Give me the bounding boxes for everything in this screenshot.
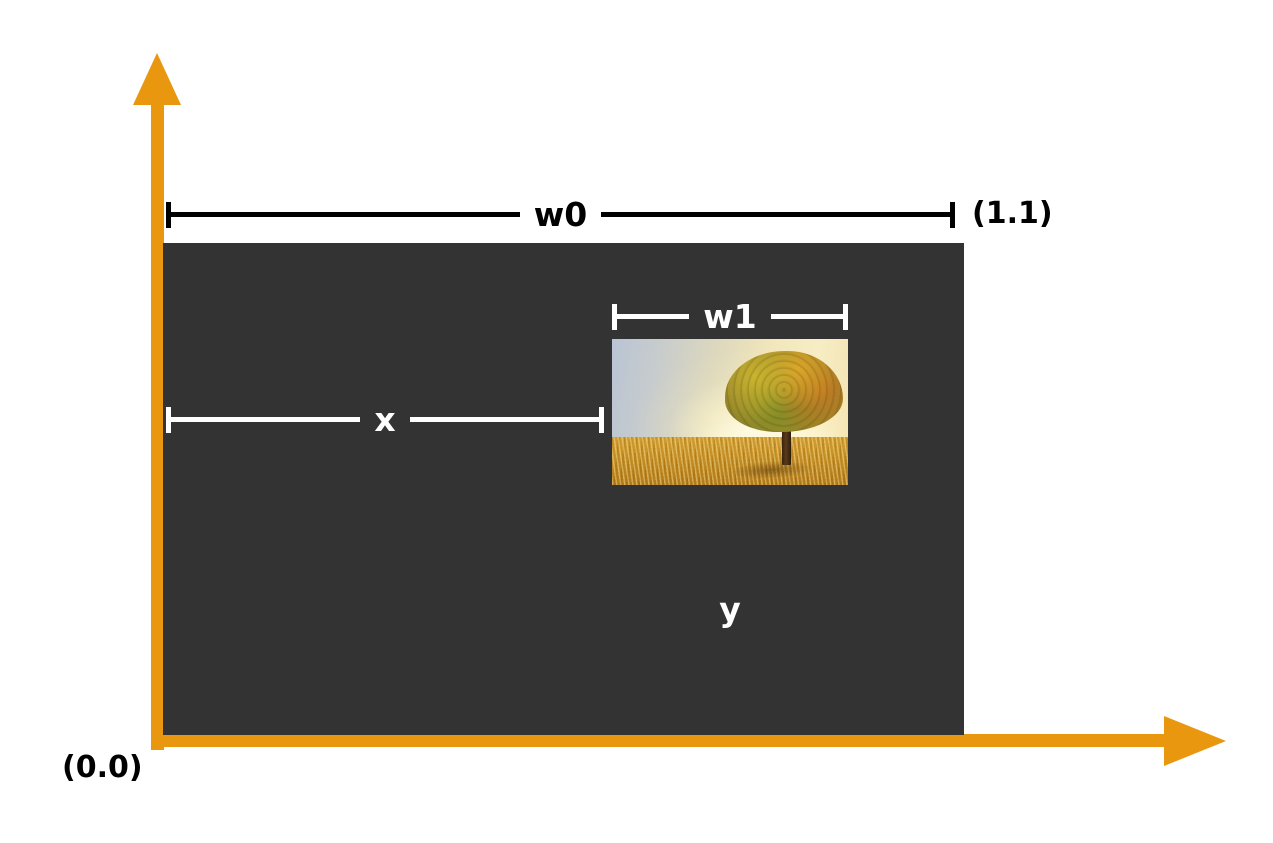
dimension-w0-line-right [601, 212, 951, 217]
dimension-y-line-bottom [728, 634, 733, 728]
dimension-x-line-right [409, 417, 600, 422]
y-axis-arrowhead-icon [133, 53, 181, 105]
dimension-x-start-cap [166, 406, 171, 433]
x-axis-arrowhead-icon [1164, 716, 1226, 766]
dimension-w0-start-cap [166, 201, 171, 228]
dimension-y-end-cap [715, 727, 745, 732]
container-panel [163, 243, 964, 735]
dimension-y-label: y [719, 589, 741, 629]
dimension-x-line-left [171, 417, 361, 422]
origin-coordinate-label: (0.0) [62, 750, 143, 785]
dimension-w0: w0 [166, 195, 956, 234]
dimension-w1-label: w1 [703, 297, 757, 336]
dimension-w1: w1 [612, 297, 849, 336]
placed-image [612, 339, 848, 485]
image-tree-trunk [781, 423, 792, 465]
extent-coordinate-label: (1.1) [972, 196, 1053, 231]
dimension-x-label: x [374, 400, 396, 439]
image-tree-crown [725, 350, 844, 433]
dimension-w0-end-cap [950, 201, 956, 228]
dimension-w0-line-left [171, 212, 520, 217]
dimension-y: y [715, 486, 745, 732]
dimension-w1-end-cap [843, 303, 849, 330]
dimension-x-end-cap [599, 406, 605, 433]
dimension-w1-line-right [770, 314, 844, 319]
dimension-w1-line-left [617, 314, 690, 319]
dimension-w0-label: w0 [533, 195, 588, 234]
dimension-w1-start-cap [612, 303, 617, 330]
y-axis-shaft [151, 100, 164, 750]
x-axis-shaft [151, 734, 1166, 747]
dimension-y-line-top [728, 491, 733, 585]
dimension-x: x [166, 400, 605, 439]
